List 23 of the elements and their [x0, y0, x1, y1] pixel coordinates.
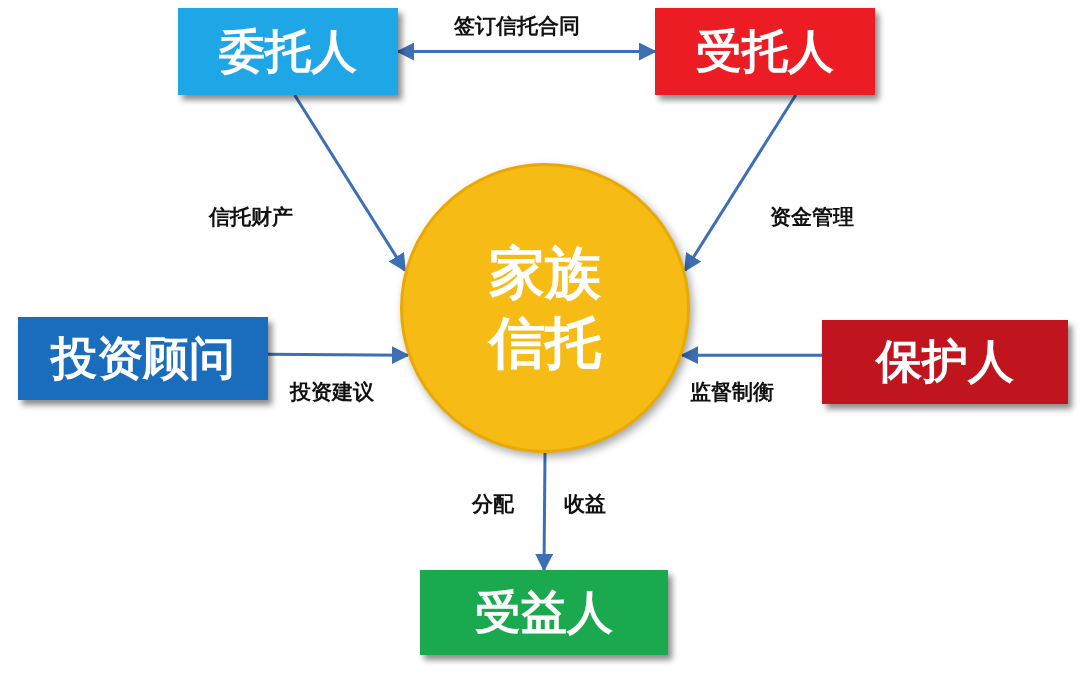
edge-label: 资金管理 — [768, 203, 856, 231]
node-label: 投资顾问 — [51, 329, 235, 387]
arrow — [293, 94, 407, 272]
arrow — [535, 453, 554, 572]
node-label: 家族信托 — [486, 239, 603, 377]
edge-label: 分配 — [470, 490, 516, 518]
edge-label: 签订信托合同 — [452, 12, 582, 40]
edge-label: 监督制衡 — [688, 378, 776, 406]
role-box — [655, 8, 875, 95]
edge-label: 信托财产 — [207, 203, 295, 231]
node-label: 保护人 — [876, 333, 1014, 390]
node-label: 受益人 — [475, 583, 613, 641]
role-box — [822, 320, 1068, 404]
arrow — [683, 94, 798, 272]
annotation-text: 收益 — [562, 490, 608, 518]
role-box — [420, 570, 668, 655]
role-box — [18, 317, 268, 400]
node-label: 受托人 — [696, 22, 834, 80]
node-label: 委托人 — [219, 22, 357, 80]
arrow — [268, 346, 410, 365]
role-box — [178, 8, 398, 95]
arrow — [680, 346, 822, 365]
edge-label: 投资建议 — [288, 378, 376, 406]
